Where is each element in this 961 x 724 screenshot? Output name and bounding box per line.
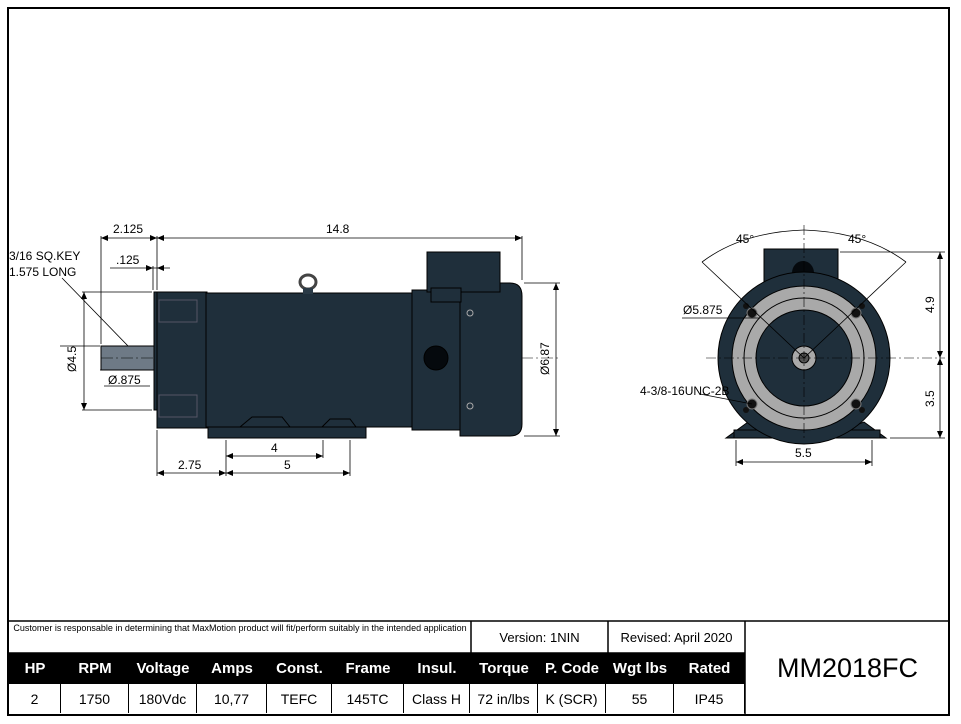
dim-5: 5 — [284, 458, 291, 472]
version-label: Version: 1NIN — [499, 630, 580, 645]
revised-label: Revised: April 2020 — [620, 630, 733, 645]
dim-35: 3.5 — [923, 390, 937, 407]
side-view: 3/16 SQ.KEY 1.575 LONG 2.125 14.8 .125 Ø… — [9, 222, 560, 476]
dim-275: 2.75 — [178, 458, 202, 472]
dim-49: 4.9 — [923, 296, 937, 313]
dim-55: 5.5 — [795, 446, 812, 460]
spec-header-8: P. Code — [538, 653, 606, 684]
spec-value-8: K (SCR) — [538, 684, 606, 713]
spec-header-2: Voltage — [129, 653, 197, 684]
key-note-line2: 1.575 LONG — [9, 265, 76, 279]
spec-value-9: 55 — [606, 684, 674, 713]
spec-header-1: RPM — [61, 653, 129, 684]
disclaimer-note: Customer is responsable in determining t… — [13, 623, 467, 633]
spec-value-5: 145TC — [332, 684, 404, 713]
conduit-hole — [423, 345, 449, 371]
spec-header-10: Rated — [674, 653, 745, 684]
dim-45: Ø4.5 — [65, 346, 79, 372]
spec-header-3: Amps — [197, 653, 267, 684]
rear-cover — [459, 282, 523, 437]
dim-875: Ø.875 — [108, 373, 141, 387]
dim-148: 14.8 — [326, 222, 350, 236]
spec-value-4: TEFC — [267, 684, 332, 713]
spec-value-2: 180Vdc — [129, 684, 197, 713]
dim-125: .125 — [116, 253, 140, 267]
spec-header-7: Torque — [470, 653, 538, 684]
end-view: 45° 45° Ø5.875 4-3/8-16UNC-2B 4.9 3.5 5.… — [640, 225, 945, 466]
dim-2125: 2.125 — [113, 222, 143, 236]
motor-body — [205, 292, 415, 428]
angle-right: 45° — [848, 232, 866, 246]
spec-value-1: 1750 — [61, 684, 129, 713]
terminal-box — [426, 251, 501, 293]
dim-4: 4 — [271, 441, 278, 455]
angle-left: 45° — [736, 232, 754, 246]
spec-header-4: Const. — [267, 653, 332, 684]
spec-value-7: 72 in/lbs — [470, 684, 538, 713]
spec-value-3: 10,77 — [197, 684, 267, 713]
spec-value-10: IP45 — [674, 684, 745, 713]
spec-header-9: Wgt lbs — [606, 653, 674, 684]
mounting-feet — [207, 426, 367, 439]
model-number: MM2018FC — [776, 652, 919, 683]
spec-header-0: HP — [9, 653, 61, 684]
spec-header-5: Frame — [332, 653, 404, 684]
spec-value-6: Class H — [404, 684, 470, 713]
spec-value-0: 2 — [9, 684, 61, 713]
dim-687: Ø6.87 — [538, 342, 552, 375]
drawing-border — [7, 7, 950, 716]
spec-header-6: Insul. — [404, 653, 470, 684]
tap-note: 4-3/8-16UNC-2B — [640, 384, 729, 398]
dim-5875: Ø5.875 — [683, 303, 723, 317]
key-note-line1: 3/16 SQ.KEY — [9, 249, 80, 263]
lifting-eye — [298, 273, 318, 291]
